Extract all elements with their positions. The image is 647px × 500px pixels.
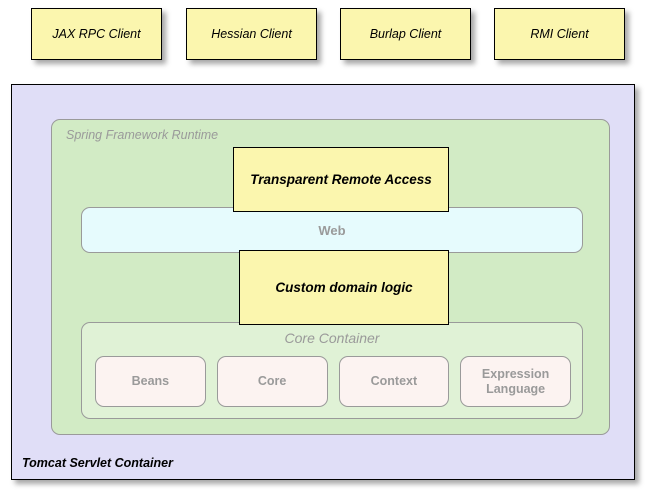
tomcat-servlet-container-label: Tomcat Servlet Container [22, 456, 173, 470]
spring-framework-runtime-panel: Spring Framework Runtime Web Transparent… [51, 119, 610, 435]
client-box-jax-rpc[interactable]: JAX RPC Client [31, 8, 162, 60]
core-module-label: Core [257, 374, 287, 388]
client-box-label: JAX RPC Client [52, 26, 141, 41]
transparent-remote-access-box[interactable]: Transparent Remote Access [233, 147, 449, 212]
core-module-core[interactable]: Core [216, 356, 328, 407]
custom-domain-logic-box[interactable]: Custom domain logic [239, 250, 449, 325]
core-module-label: Beans [131, 374, 170, 388]
core-module-expression-language[interactable]: Expression Language [460, 356, 571, 407]
client-box-rmi[interactable]: RMI Client [494, 8, 625, 60]
client-box-label: Burlap Client [369, 26, 442, 41]
client-box-label: Hessian Client [211, 26, 292, 41]
spring-framework-runtime-label: Spring Framework Runtime [66, 128, 219, 142]
web-layer-label: Web [318, 222, 346, 238]
core-module-label: Context [370, 374, 418, 388]
client-box-hessian[interactable]: Hessian Client [186, 8, 317, 60]
core-modules-row: Beans Core Context Expression Language [95, 356, 571, 407]
web-layer-band: Web [81, 207, 583, 253]
core-container-label: Core Container [284, 330, 380, 346]
core-module-beans[interactable]: Beans [95, 356, 206, 407]
client-box-burlap[interactable]: Burlap Client [340, 8, 471, 60]
core-module-label: Expression Language [481, 366, 550, 396]
custom-domain-logic-label: Custom domain logic [275, 280, 413, 295]
client-box-label: RMI Client [530, 26, 589, 41]
core-container-panel: Core Container Beans Core Context Expres… [81, 322, 583, 419]
transparent-remote-access-label: Transparent Remote Access [250, 172, 432, 187]
tomcat-servlet-container: Spring Framework Runtime Web Transparent… [11, 84, 635, 480]
core-module-context[interactable]: Context [338, 356, 450, 407]
